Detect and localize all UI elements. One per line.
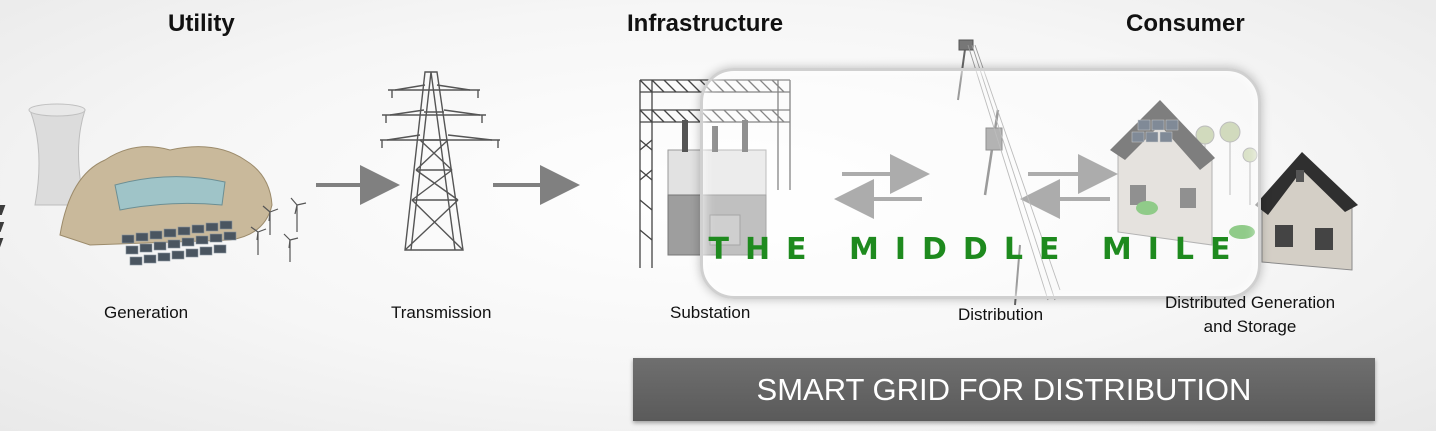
caption-distributed-generation-line1: Distributed Generation: [1164, 293, 1336, 312]
wind-turbines-icon: [250, 197, 307, 262]
solar-panels-icon: [121, 220, 237, 266]
substation-icon: [639, 79, 791, 268]
caption-generation: Generation: [104, 303, 189, 322]
generation-illustration: [0, 103, 307, 266]
consumer-houses-icon: [1110, 100, 1358, 271]
caption-distributed-generation-line2: and Storage: [1203, 317, 1297, 336]
caption-distribution: Distribution: [958, 305, 1044, 324]
middle-mile-label: THE MIDDLE MILE: [708, 232, 1247, 267]
header-consumer: Consumer: [1126, 10, 1245, 37]
car-icon: [1136, 201, 1158, 215]
distribution-pole-icon: [957, 39, 1061, 306]
caption-substation: Substation: [670, 303, 751, 322]
caption-transmission: Transmission: [391, 303, 492, 322]
header-infrastructure: Infrastructure: [627, 10, 784, 37]
middle-mile-highlight: [700, 68, 1261, 299]
caption-distributed-generation: Distributed Generation and Storage: [1150, 291, 1350, 339]
transmission-tower-icon: [380, 71, 500, 251]
smart-grid-banner: SMART GRID FOR DISTRIBUTION: [633, 358, 1375, 421]
header-utility: Utility: [168, 10, 235, 37]
car-icon: [1229, 225, 1255, 239]
